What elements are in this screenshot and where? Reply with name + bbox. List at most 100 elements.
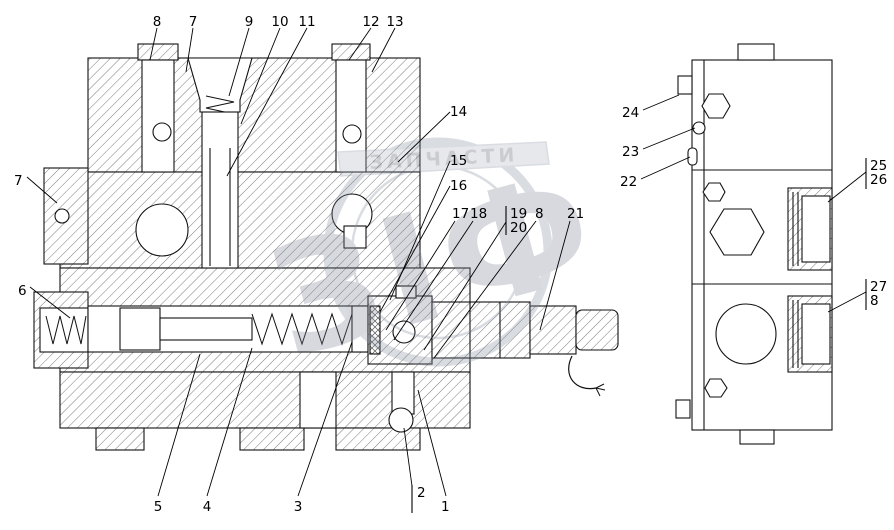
bolt-side-upper [677, 75, 693, 95]
leader-17 [385, 220, 456, 331]
mounting-foot [95, 427, 145, 451]
leader-8-right [433, 220, 537, 359]
port-boss-upper-face [801, 195, 831, 263]
leader-1 [417, 389, 447, 497]
callout-16: 16 [450, 178, 467, 194]
leader-18 [393, 220, 474, 341]
leader-14 [397, 111, 451, 163]
callout-23: 23 [622, 144, 639, 160]
valve-ball [392, 320, 416, 344]
callout-3: 3 [294, 499, 303, 515]
hex-plug-large [709, 208, 765, 256]
pilot-stem-bore [201, 111, 239, 269]
callout-4: 4 [203, 499, 212, 515]
side-view [675, 43, 833, 445]
fitting-cap [575, 309, 619, 351]
leader-27-8 [827, 291, 867, 313]
callout-19: 19 [510, 206, 527, 222]
leader-8-top [149, 27, 158, 61]
fitting-hex [529, 305, 577, 355]
seal-wire [568, 355, 597, 390]
chamber-slot [343, 225, 367, 249]
stud-left [141, 59, 175, 173]
hex-plug-small [702, 182, 726, 202]
callout-21: 21 [567, 206, 584, 222]
callout-8-top: 8 [153, 14, 162, 30]
callout-6: 6 [18, 283, 27, 299]
chamber-bore [135, 203, 189, 257]
callout-12: 12 [362, 14, 379, 30]
callout-8-side: 8 [870, 293, 879, 309]
callout-7-left: 7 [14, 173, 23, 189]
watermark-ring-inner [350, 164, 526, 340]
left-spring [45, 315, 87, 345]
port-circle [715, 303, 777, 365]
leader-25-26 [827, 171, 867, 203]
bolt-bottom [739, 429, 775, 445]
watermark-banner [337, 141, 550, 177]
callout-8-right: 8 [535, 206, 544, 222]
callout-9: 9 [245, 14, 254, 30]
hex-plug-small [704, 378, 728, 398]
spool-spring [251, 312, 353, 346]
callout-15: 15 [450, 153, 467, 169]
callout-17: 17 [452, 206, 469, 222]
callouts: 8 7 9 10 11 12 13 14 15 16 17 18 19 20 8… [14, 14, 887, 515]
callout-13: 13 [386, 14, 403, 30]
leader-19-20 [423, 221, 507, 351]
leader-7-top [185, 27, 194, 73]
drain-port [388, 407, 414, 433]
leader-22 [640, 156, 691, 180]
leader-24 [642, 94, 680, 111]
main-section-view [33, 43, 619, 451]
valve-seat [369, 305, 381, 355]
callout-5: 5 [154, 499, 163, 515]
port-boss-lower-face [801, 303, 831, 365]
mounting-foot [335, 427, 421, 451]
callout-18: 18 [470, 206, 487, 222]
leader-16 [379, 185, 451, 313]
leader-23 [642, 127, 696, 150]
leader-4 [206, 347, 253, 497]
leader-10 [240, 27, 281, 125]
bolt-side-lower [675, 399, 691, 419]
slot [687, 147, 698, 166]
callout-20: 20 [510, 220, 527, 236]
stud-right [335, 59, 367, 173]
callout-25: 25 [870, 158, 887, 174]
leader-6 [29, 286, 71, 319]
callout-10: 10 [271, 14, 288, 30]
leader-11 [226, 27, 308, 177]
bottom-channel [299, 371, 337, 429]
leader-13 [371, 27, 396, 73]
leader-3 [297, 341, 353, 497]
callout-7-top: 7 [189, 14, 198, 30]
callout-27: 27 [870, 279, 887, 295]
spool-land [119, 307, 161, 351]
leader-21 [539, 220, 571, 331]
callout-2: 2 [417, 485, 426, 501]
cover-hole [54, 208, 70, 224]
seal-wire-tassel [595, 383, 606, 397]
watermark-ring-outer [323, 137, 553, 367]
leader-5 [157, 353, 201, 497]
callout-24: 24 [622, 105, 639, 121]
pin-hole [692, 121, 706, 135]
mounting-foot [239, 427, 305, 451]
callout-22: 22 [620, 174, 637, 190]
bolt-top [737, 43, 775, 61]
leader-2 [403, 427, 413, 487]
callout-11: 11 [298, 14, 315, 30]
callout-1: 1 [441, 499, 450, 515]
callout-14: 14 [450, 104, 467, 120]
leader-9 [228, 27, 250, 97]
leader-12 [348, 27, 372, 61]
leader-7-left [26, 176, 58, 204]
leader-lines [26, 27, 867, 513]
drilling-hole [342, 124, 362, 144]
drilling-hole [152, 122, 172, 142]
stud-nut-left [137, 43, 179, 61]
hex-bolt-head [701, 93, 731, 119]
